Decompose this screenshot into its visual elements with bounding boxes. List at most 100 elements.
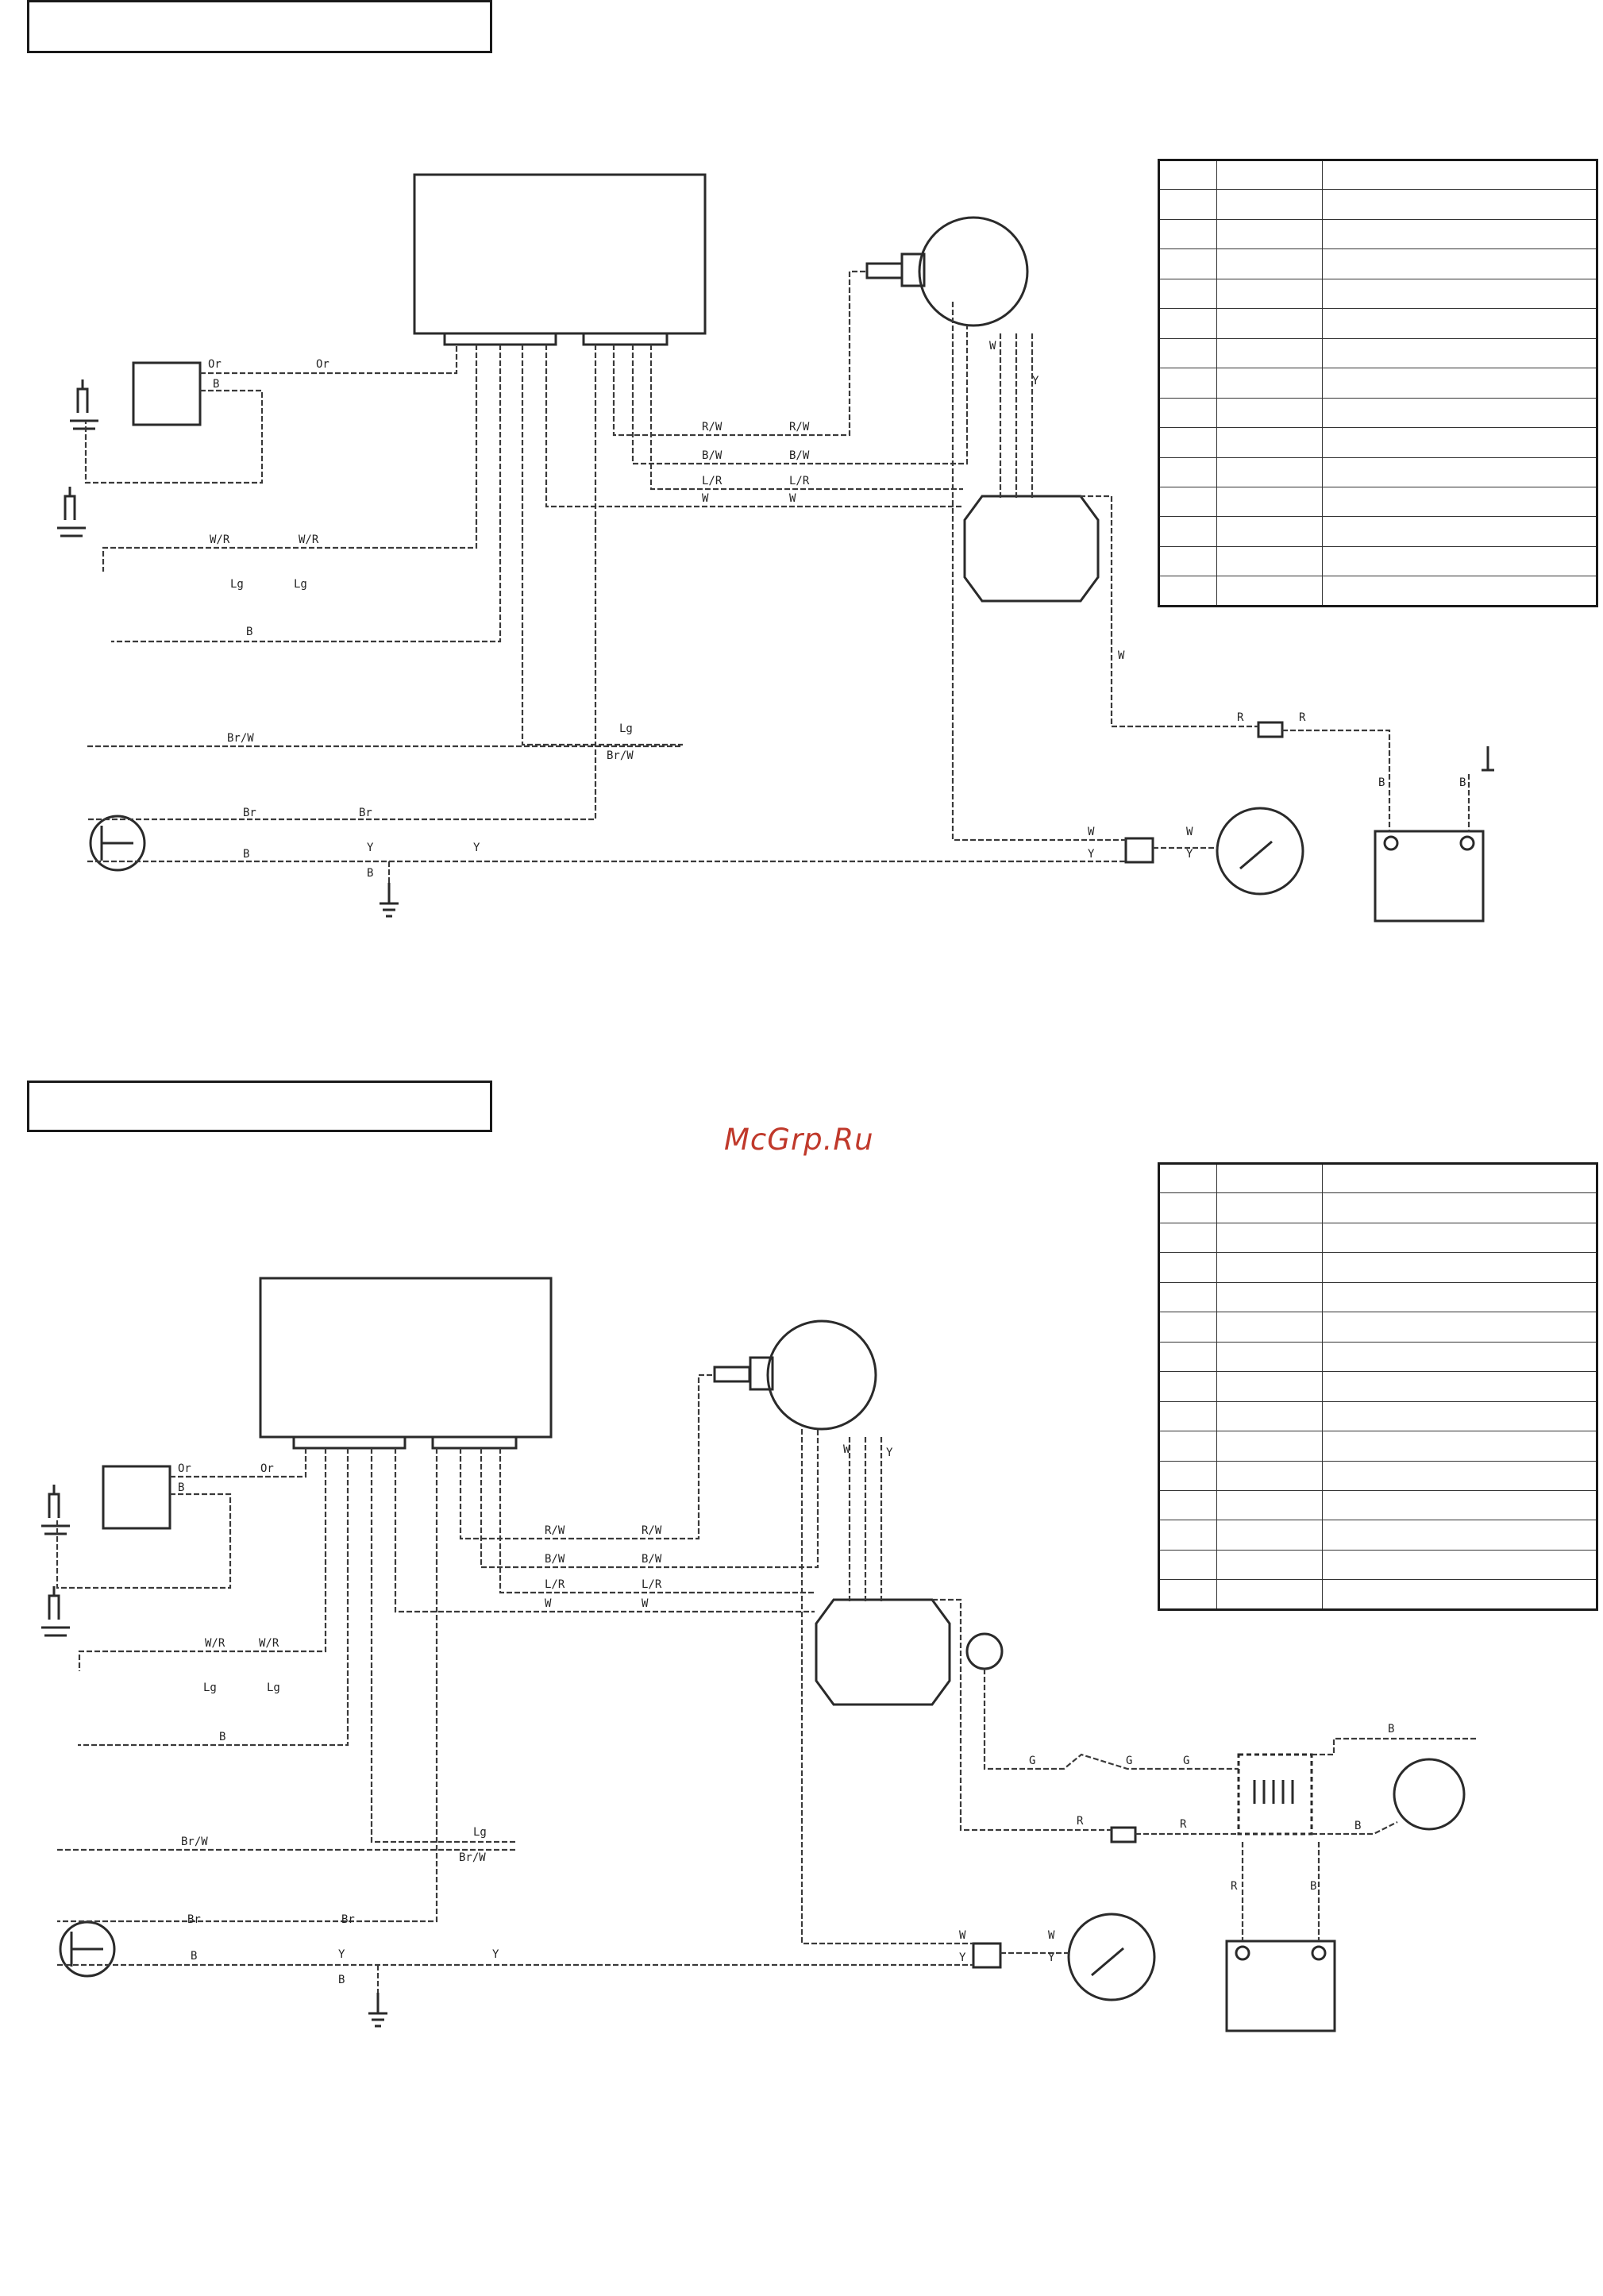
wire-label: L/R (789, 475, 810, 487)
legend-cell (1322, 1192, 1597, 1223)
legend-row (1158, 545, 1597, 577)
wire-label: B (178, 1481, 184, 1494)
legend-cell (1216, 308, 1324, 339)
legend-cell (1216, 1192, 1324, 1223)
legend-cell (1322, 457, 1597, 487)
legend-row (1158, 1520, 1597, 1551)
wire-label: W (1186, 826, 1193, 838)
wire-label: W (959, 1929, 966, 1942)
wire-label: R (1237, 711, 1244, 724)
wire-label: Y (959, 1951, 966, 1964)
spark-plug-2 (41, 1586, 70, 1637)
legend-row (1158, 248, 1597, 279)
wire-label: R (1231, 1880, 1238, 1893)
wire-label: L/R (545, 1578, 565, 1591)
wire-label: R/W (642, 1524, 662, 1537)
wire-label: Lg (473, 1826, 487, 1839)
pickup-tip (713, 1366, 751, 1383)
regulator (963, 495, 1100, 603)
wire-label: Br/W (181, 1836, 208, 1848)
indicator-lamp (965, 1632, 1004, 1670)
bottom-diagram-title-box (27, 1081, 492, 1132)
wire-label: Y (1186, 848, 1193, 861)
legend-row (1158, 1431, 1597, 1462)
ecu-connector-left (443, 332, 557, 346)
legend-cell (1216, 278, 1324, 310)
wire-label: W (642, 1597, 649, 1610)
wire-label: B (1388, 1723, 1394, 1735)
wire-label: R (1299, 711, 1306, 724)
legend-cell (1158, 1252, 1217, 1283)
wire-label: Br/W (459, 1851, 486, 1864)
legend-cell (1322, 1162, 1597, 1194)
legend-cell (1216, 1520, 1324, 1551)
legend-cell (1322, 576, 1597, 607)
top-diagram-title-box (27, 0, 492, 53)
wire-label: B/W (789, 449, 810, 462)
wire-label: R/W (789, 421, 810, 433)
legend-cell (1322, 1431, 1597, 1462)
wire-label: W (1118, 649, 1125, 662)
legend-cell (1322, 248, 1597, 279)
legend-row (1158, 337, 1597, 369)
legend-row (1158, 1192, 1597, 1223)
wire-label: Lg (619, 722, 633, 735)
wire-label: Y (1088, 848, 1095, 861)
wire-label: Y (473, 842, 480, 854)
spark-plug-1 (70, 379, 98, 430)
wire-label: L/R (642, 1578, 662, 1591)
legend-row (1158, 1162, 1597, 1194)
legend-cell (1322, 545, 1597, 577)
legend-cell (1322, 1312, 1597, 1343)
wire-label: Y (1032, 375, 1039, 387)
legend-cell (1216, 368, 1324, 399)
legend-cell (1216, 1489, 1324, 1521)
wire-label: W/R (259, 1637, 279, 1650)
top-legend-table (1158, 159, 1598, 607)
legend-row (1158, 218, 1597, 250)
legend-row (1158, 189, 1597, 220)
legend-cell (1216, 1341, 1324, 1373)
legend-cell (1322, 1520, 1597, 1551)
ecu-box (413, 173, 707, 335)
wire-label: W (843, 1443, 850, 1456)
wire-label: B/W (642, 1553, 662, 1566)
wire-label: B (219, 1731, 225, 1743)
wire-label: Y (1048, 1951, 1055, 1964)
legend-cell (1322, 1549, 1597, 1581)
legend-cell (1158, 218, 1217, 250)
starter-relay (1237, 1753, 1313, 1836)
legend-cell (1158, 1431, 1217, 1462)
pickup-tip (865, 262, 904, 279)
legend-row (1158, 457, 1597, 487)
wire-label: B (367, 867, 373, 880)
legend-row (1158, 368, 1597, 399)
gauge-meter (1216, 807, 1304, 896)
ignition-coil (102, 1465, 171, 1530)
legend-cell (1216, 189, 1324, 220)
legend-row (1158, 397, 1597, 429)
legend-row (1158, 1312, 1597, 1343)
wire-label: B (213, 378, 219, 391)
wire-label: B (243, 848, 249, 861)
legend-cell (1322, 368, 1597, 399)
wire-label: Or (260, 1462, 274, 1475)
legend-cell (1158, 159, 1217, 191)
legend-cell (1322, 486, 1597, 518)
wire-label: L/R (702, 475, 723, 487)
magneto (766, 1319, 877, 1431)
legend-cell (1216, 1549, 1324, 1581)
legend-cell (1216, 576, 1324, 607)
legend-row (1158, 1579, 1597, 1610)
ecu-box (259, 1277, 553, 1439)
legend-cell (1158, 545, 1217, 577)
wire-label: Y (492, 1948, 499, 1961)
legend-cell (1322, 218, 1597, 250)
wire-label: B (1378, 776, 1385, 789)
legend-cell (1216, 457, 1324, 487)
legend-cell (1158, 1341, 1217, 1373)
gauge-connector (1124, 837, 1154, 864)
watermark: McGrp.Ru (724, 1123, 874, 1157)
legend-row (1158, 486, 1597, 518)
legend-cell (1158, 1400, 1217, 1432)
